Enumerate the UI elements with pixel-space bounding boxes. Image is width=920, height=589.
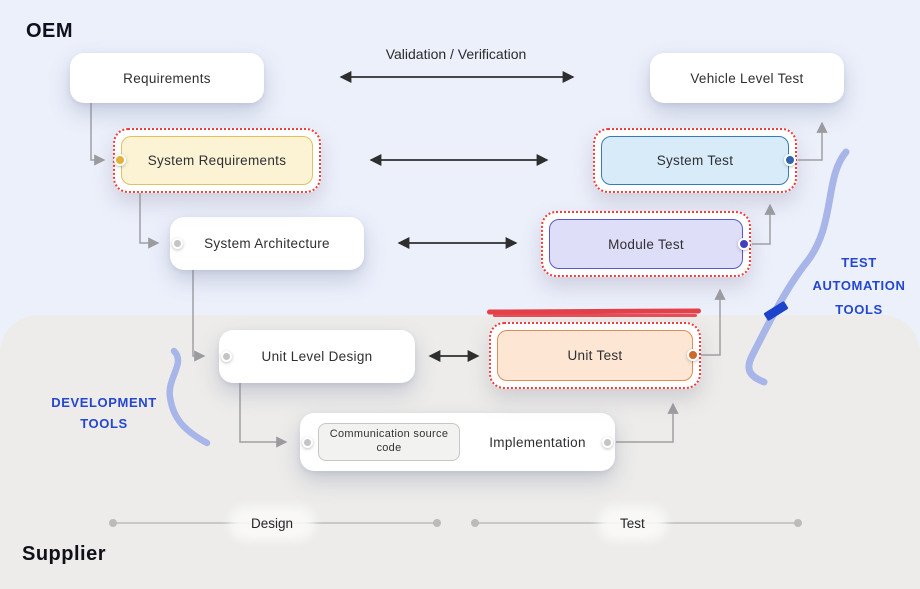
implementation-label: Implementation: [489, 434, 586, 450]
box-communication-source-code: Communication source code: [318, 423, 460, 461]
dot-system-test: [784, 154, 796, 166]
box-module-test: Module Test: [549, 219, 743, 269]
connector-system-requirements-to-system-architecture: [139, 193, 160, 249]
dot-unit-level-design: [221, 351, 232, 362]
test-automation-tools-label: TEST AUTOMATION TOOLS: [812, 255, 906, 317]
box-system-test: System Test: [601, 136, 789, 185]
box-implementation: Communication source code Implementation: [300, 413, 615, 471]
dot-implementation-left: [302, 437, 313, 448]
box-unit-test: Unit Test: [497, 330, 693, 381]
box-unit-level-design: Unit Level Design: [219, 330, 415, 383]
test-phase-dot-right: [794, 519, 802, 527]
test-phase-dot-left: [471, 519, 479, 527]
design-phase-dot-right: [433, 519, 441, 527]
box-system-requirements: System Requirements: [121, 136, 313, 185]
supplier-title: Supplier: [22, 543, 107, 565]
box-system-architecture: System Architecture: [170, 217, 364, 270]
dot-system-architecture: [172, 238, 183, 249]
dot-unit-test: [687, 349, 699, 361]
development-tools-label: DEVELOPMENT TOOLS: [51, 395, 157, 431]
dot-system-requirements: [114, 154, 126, 166]
dot-module-test: [738, 238, 750, 250]
test-phase-label: Test: [606, 514, 659, 533]
dot-implementation-right: [602, 437, 613, 448]
box-requirements: Requirements: [70, 53, 264, 103]
oem-title: OEM: [26, 20, 74, 42]
design-phase-dot-left: [109, 519, 117, 527]
design-phase-label: Design: [237, 514, 308, 533]
red-marker-line-secondary: [493, 314, 697, 317]
highlight-module-test: Module Test: [541, 211, 751, 277]
connector-requirements-to-system-requirements: [90, 103, 106, 166]
connector-system-test-to-vehicle-level-test: [798, 121, 828, 161]
validation-verification-label: Validation / Verification: [385, 46, 527, 62]
highlight-unit-test: Unit Test: [489, 322, 701, 389]
highlight-system-requirements: System Requirements: [113, 128, 321, 193]
box-vehicle-level-test: Vehicle Level Test: [650, 53, 844, 103]
highlight-system-test: System Test: [593, 128, 797, 193]
connector-module-test-to-system-test: [752, 203, 776, 245]
